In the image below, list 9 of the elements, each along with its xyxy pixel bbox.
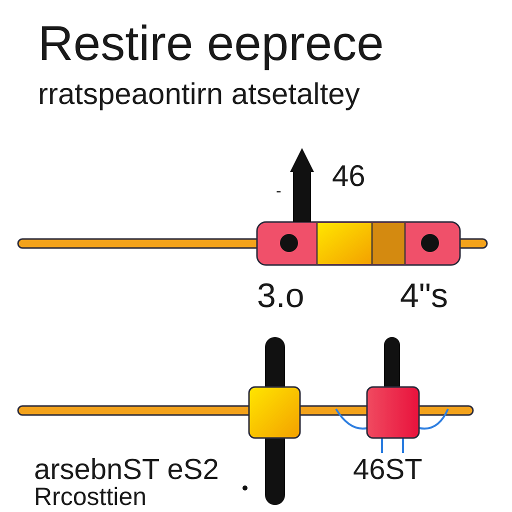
component-label: arsebnST eS2 xyxy=(34,455,219,486)
value-label: 46 xyxy=(332,160,366,193)
value-label: 46ST xyxy=(353,455,422,487)
subtitle: rratspeaontirn atsetaltey xyxy=(38,78,360,111)
value-label: 4"s xyxy=(400,278,448,316)
component-label: Rrcosttien xyxy=(34,484,147,512)
title: Restire eeprece xyxy=(38,18,384,72)
minus-sign: - xyxy=(276,183,282,201)
value-label: 3.o xyxy=(257,278,304,316)
